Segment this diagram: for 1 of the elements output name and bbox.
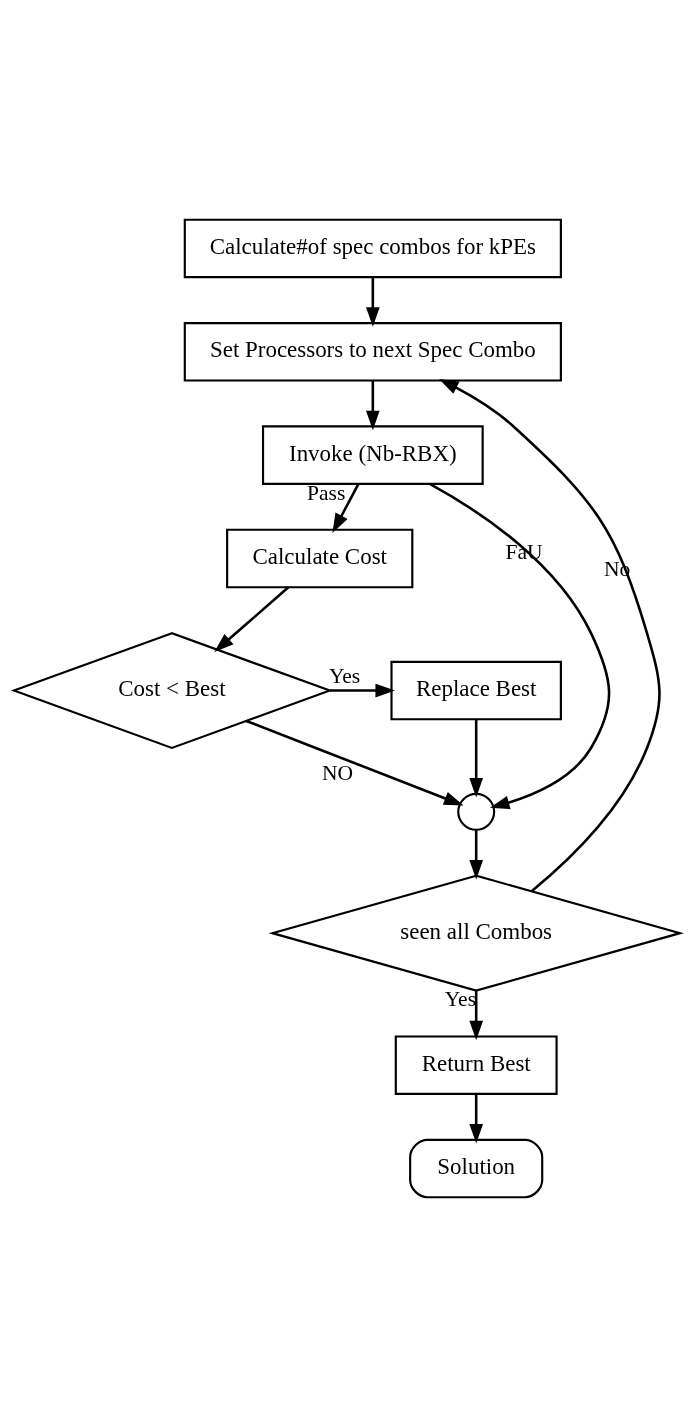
edge-label: NO: [322, 760, 354, 785]
